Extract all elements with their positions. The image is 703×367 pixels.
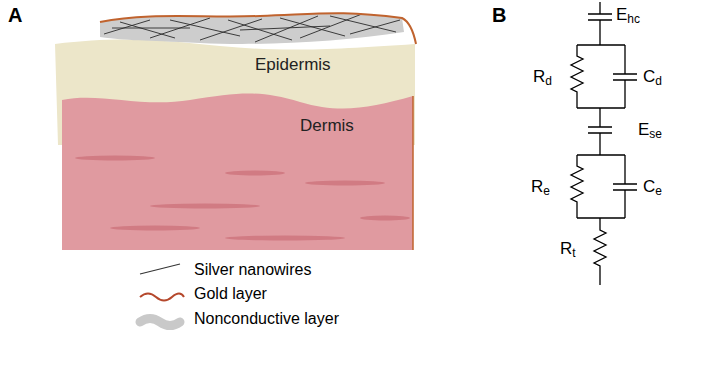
nanowire-sample [140, 264, 180, 274]
region-shape [55, 88, 420, 253]
wire [577, 155, 625, 218]
battery-symbol [588, 2, 612, 45]
component-label: Ese [638, 121, 662, 140]
component-label: Cd [643, 68, 662, 87]
capacitor-symbol [613, 155, 637, 218]
nonconductive-layer [100, 13, 404, 44]
panel-letter: B [492, 5, 506, 25]
nonconductive-sample [140, 319, 180, 326]
dermis-region: Dermis [55, 88, 420, 253]
panel-letter: A [8, 5, 22, 25]
silver-nanowires [104, 14, 400, 42]
gold-layer [100, 13, 416, 44]
region-edge [412, 96, 414, 250]
component-label: Rt [560, 240, 576, 259]
collagen-fiber [110, 226, 200, 231]
legend-text: Silver nanowires [194, 262, 311, 278]
region-fill [62, 94, 413, 251]
resistor-symbol [571, 45, 583, 108]
resistor-symbol [571, 155, 583, 218]
collagen-fiber [305, 181, 385, 186]
wire [577, 45, 625, 108]
component-label: Re [531, 178, 550, 197]
collagen-fiber [360, 216, 410, 221]
legend-text: Nonconductive layer [194, 311, 339, 327]
collagen-fiber [150, 204, 260, 209]
legend-text: Gold layer [194, 286, 267, 302]
component-label: Rd [533, 68, 552, 87]
collagen-fiber [225, 236, 345, 241]
capacitor-symbol [613, 45, 637, 108]
battery-symbol [588, 108, 612, 155]
resistor-symbol [594, 218, 606, 285]
region-label: Epidermis [255, 55, 331, 75]
region-label: Dermis [300, 116, 354, 136]
collagen-fiber [75, 156, 155, 161]
component-label: Ehc [616, 6, 640, 25]
component-label: Ce [643, 178, 662, 197]
gold-sample [140, 294, 184, 301]
collagen-fiber [225, 171, 285, 176]
